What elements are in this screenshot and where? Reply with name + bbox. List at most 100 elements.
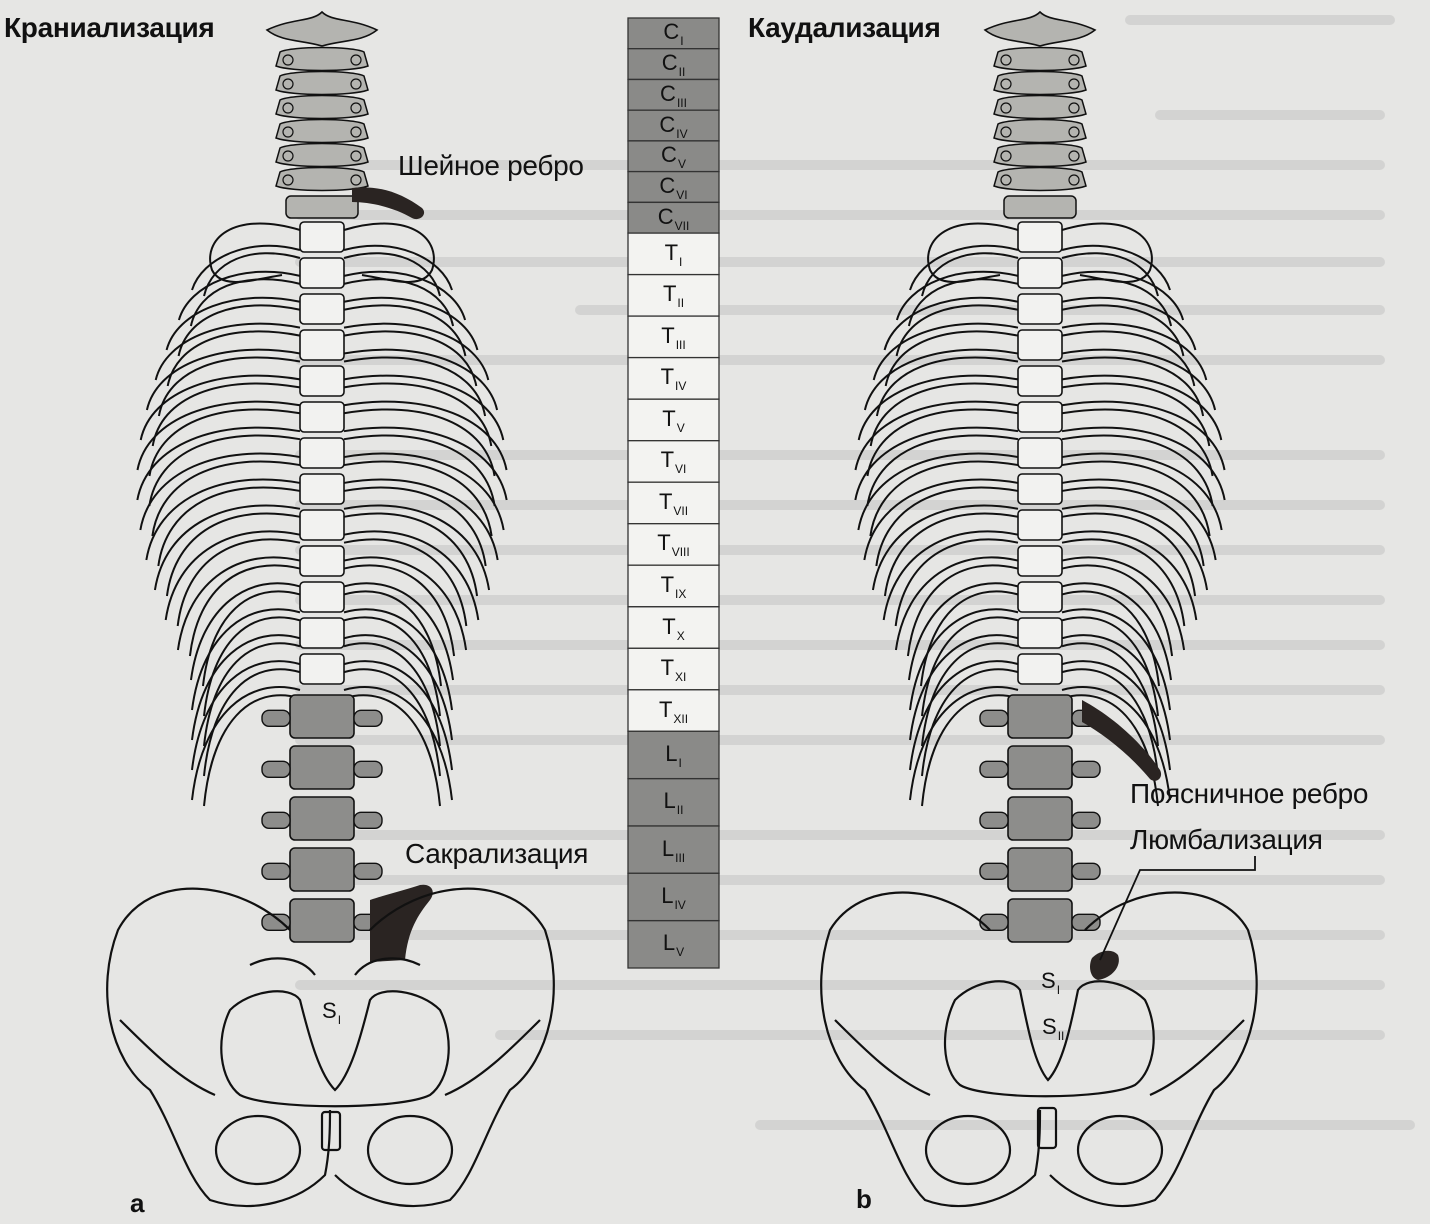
transverse-process-left <box>261 913 291 931</box>
thoracic-vertebra <box>1017 329 1063 361</box>
foramen-right <box>1068 54 1080 66</box>
cervical-vertebra <box>993 166 1087 192</box>
rib-right-inner <box>343 512 479 597</box>
transverse-process-left <box>261 862 291 880</box>
cervical-rib <box>352 187 425 220</box>
rib-left <box>189 582 301 681</box>
thoracic-vertebra <box>1017 581 1063 613</box>
sacral-label-a-s1: SI <box>322 998 342 1027</box>
rib-right <box>343 530 480 621</box>
lumbar-rib <box>1082 700 1162 781</box>
rib-left <box>909 608 1019 711</box>
segment-cell <box>627 689 720 732</box>
thoracic-vertebra <box>1017 509 1063 541</box>
rib-right <box>343 504 491 591</box>
segment-label: LIII <box>661 835 686 865</box>
rib-left-inner <box>148 408 301 477</box>
rib-left <box>191 244 301 291</box>
segment-cell <box>627 17 720 50</box>
atlas-vertebra <box>265 10 379 47</box>
foramen-right <box>1068 174 1080 186</box>
rib-right-inner <box>343 356 487 417</box>
rib-right <box>1061 478 1217 561</box>
rib-right <box>1061 348 1217 411</box>
thoracic-vertebra <box>299 365 345 397</box>
bleed-through-text <box>295 15 1415 1130</box>
segment-cell <box>627 140 720 173</box>
rib-right-inner <box>343 538 468 627</box>
lumbar-vertebra <box>289 847 355 892</box>
foramen-left <box>1000 54 1012 66</box>
foramen-left <box>1000 174 1012 186</box>
segment-cell <box>627 872 720 922</box>
transverse-process-right <box>353 709 383 727</box>
rib-right <box>1061 660 1171 771</box>
rib-left <box>894 556 1019 651</box>
segment-cell <box>627 315 720 359</box>
rib-right-inner <box>343 434 496 507</box>
rib-right <box>1061 582 1173 681</box>
transverse-process-right <box>1071 811 1101 829</box>
thoracic-vertebra <box>1017 293 1063 325</box>
foramen-right <box>350 78 362 90</box>
segment-label: TX <box>662 613 685 643</box>
rib-right <box>343 582 455 681</box>
segment-label: CIII <box>660 80 687 110</box>
foramen-right <box>350 126 362 138</box>
lumbar-vertebra <box>1007 796 1073 841</box>
segment-label: TVI <box>660 447 687 477</box>
rib-left <box>909 660 1019 771</box>
rib-left <box>909 634 1019 741</box>
segment-label: CVII <box>657 203 690 233</box>
segment-cell <box>627 273 720 317</box>
rib-left-inner <box>203 694 301 807</box>
lumbar-vertebra <box>289 796 355 841</box>
rib-right-inner <box>1061 616 1159 717</box>
rib-left-inner <box>866 434 1019 507</box>
rib-left <box>139 452 301 531</box>
rib-right-inner <box>343 616 441 717</box>
sacral-label-b-s2: SII <box>1042 1014 1065 1043</box>
lumbar-vertebra <box>289 898 355 943</box>
cervical-vertebrae-b <box>983 10 1097 219</box>
rib-left <box>136 400 301 471</box>
cervical-vertebra <box>275 46 369 72</box>
pelvis-a <box>106 887 555 1208</box>
segment-table <box>627 17 720 969</box>
foramen-right <box>350 102 362 114</box>
rib-left <box>139 374 301 441</box>
transverse-process-left <box>979 913 1009 931</box>
ribs-b <box>854 222 1226 807</box>
rib-right-inner <box>343 642 441 747</box>
rib-left-inner <box>921 616 1019 717</box>
cervical-vertebrae-a <box>265 10 379 219</box>
rib-left-inner <box>201 590 301 687</box>
c7-vertebra <box>285 195 359 219</box>
rib-left-inner <box>148 434 301 507</box>
rib-left-inner <box>921 642 1019 747</box>
foramen-right <box>350 54 362 66</box>
cervical-vertebra <box>993 118 1087 144</box>
rib-left-inner <box>875 356 1019 417</box>
segment-cell <box>627 825 720 874</box>
rib-right-inner <box>343 486 487 567</box>
thoracic-vertebra <box>1017 473 1063 505</box>
rib-right-inner <box>1061 408 1214 477</box>
cervical-rib-label: Шейное ребро <box>398 150 584 181</box>
segment-cell <box>627 232 720 276</box>
rib-left <box>854 426 1019 501</box>
rib-right <box>1061 452 1223 531</box>
thoracic-vertebra <box>299 581 345 613</box>
foramen-left <box>1000 150 1012 162</box>
rib-left-inner <box>883 512 1019 597</box>
foramen-left <box>282 78 294 90</box>
transverse-process-left <box>979 811 1009 829</box>
thoracic-vertebra <box>299 473 345 505</box>
thoracic-vertebra <box>299 617 345 649</box>
ribs-a <box>136 222 508 807</box>
foramen-left <box>282 102 294 114</box>
segment-label: TXII <box>658 696 689 726</box>
segment-label: LV <box>662 930 685 960</box>
cervical-vertebra <box>993 142 1087 168</box>
